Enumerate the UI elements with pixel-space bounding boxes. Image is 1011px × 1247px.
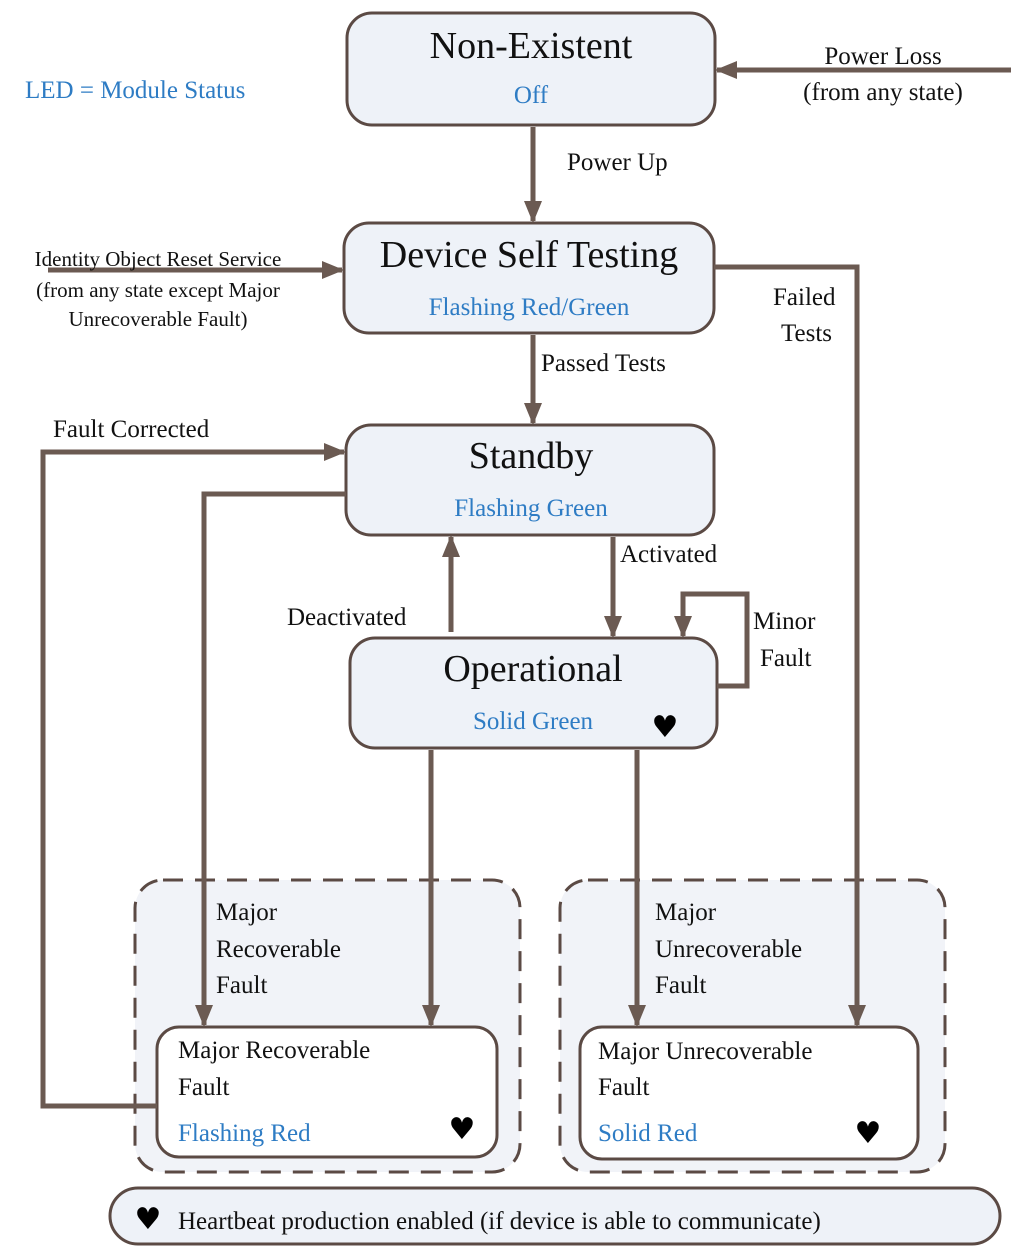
label-minor-fault-2: Fault xyxy=(760,645,811,672)
state-device-self-testing: Device Self Testing Flashing Red/Green xyxy=(342,221,716,335)
state-major-unrecoverable-fault: Major Unrecoverable Fault Solid Red ♥ xyxy=(578,1025,920,1161)
state-title-line2: Fault xyxy=(598,1074,649,1101)
state-operational: Operational Solid Green ♥ xyxy=(348,636,719,750)
label-reset-service-note2: Unrecoverable Fault) xyxy=(68,307,247,331)
state-title-line2: Fault xyxy=(178,1074,229,1101)
led-note: LED = Module Status xyxy=(25,77,245,104)
state-status: Flashing Red/Green xyxy=(429,294,630,321)
state-status: Solid Green xyxy=(473,708,594,735)
label-minor-fault: Minor xyxy=(753,608,816,635)
arrow-standby-to-recoverable xyxy=(195,491,346,1027)
state-title: Non-Existent xyxy=(430,25,633,67)
label-major-recoverable-fault-3: Fault xyxy=(216,972,267,999)
state-standby: Standby Flashing Green xyxy=(344,423,716,537)
label-deactivated: Deactivated xyxy=(287,604,407,631)
label-passed-tests: Passed Tests xyxy=(541,350,666,377)
label-major-unrecoverable-fault-2: Unrecoverable xyxy=(655,936,802,963)
arrow-minor-fault xyxy=(674,591,750,689)
label-major-recoverable-fault: Major xyxy=(216,899,278,926)
label-power-loss-note: (from any state) xyxy=(803,79,963,106)
arrow-failed-tests xyxy=(714,264,866,1027)
label-reset-service-note1: (from any state except Major xyxy=(36,278,280,302)
state-title: Device Self Testing xyxy=(380,234,678,276)
state-title-line1: Major Unrecoverable xyxy=(598,1038,812,1065)
label-failed-tests-2: Tests xyxy=(781,320,832,347)
label-major-unrecoverable-fault: Major xyxy=(655,899,717,926)
label-power-loss: Power Loss xyxy=(824,43,941,70)
heart-icon: ♥ xyxy=(449,1112,476,1147)
state-major-recoverable-fault: Major Recoverable Fault Flashing Red ♥ xyxy=(155,1025,499,1159)
state-title: Standby xyxy=(469,435,594,477)
heart-icon: ♥ xyxy=(135,1202,162,1237)
arrow-fault-corrected xyxy=(40,443,346,1109)
label-major-recoverable-fault-2: Recoverable xyxy=(216,936,341,963)
state-status: Flashing Green xyxy=(454,495,608,522)
label-fault-corrected: Fault Corrected xyxy=(53,416,210,443)
label-failed-tests: Failed xyxy=(773,284,836,311)
state-status: Off xyxy=(514,82,549,109)
state-title: Operational xyxy=(443,648,622,690)
state-title-line1: Major Recoverable xyxy=(178,1037,370,1064)
label-activated: Activated xyxy=(620,541,718,568)
legend: ♥ Heartbeat production enabled (if devic… xyxy=(108,1186,1002,1246)
label-power-up: Power Up xyxy=(567,149,668,176)
heart-icon: ♥ xyxy=(652,710,679,745)
heart-icon: ♥ xyxy=(855,1116,882,1151)
legend-text: Heartbeat production enabled (if device … xyxy=(178,1208,821,1235)
label-major-unrecoverable-fault-3: Fault xyxy=(655,972,706,999)
label-reset-service: Identity Object Reset Service xyxy=(35,247,282,271)
state-non-existent: Non-Existent Off xyxy=(345,11,717,127)
state-status: Solid Red xyxy=(598,1120,698,1147)
state-status: Flashing Red xyxy=(178,1120,311,1147)
